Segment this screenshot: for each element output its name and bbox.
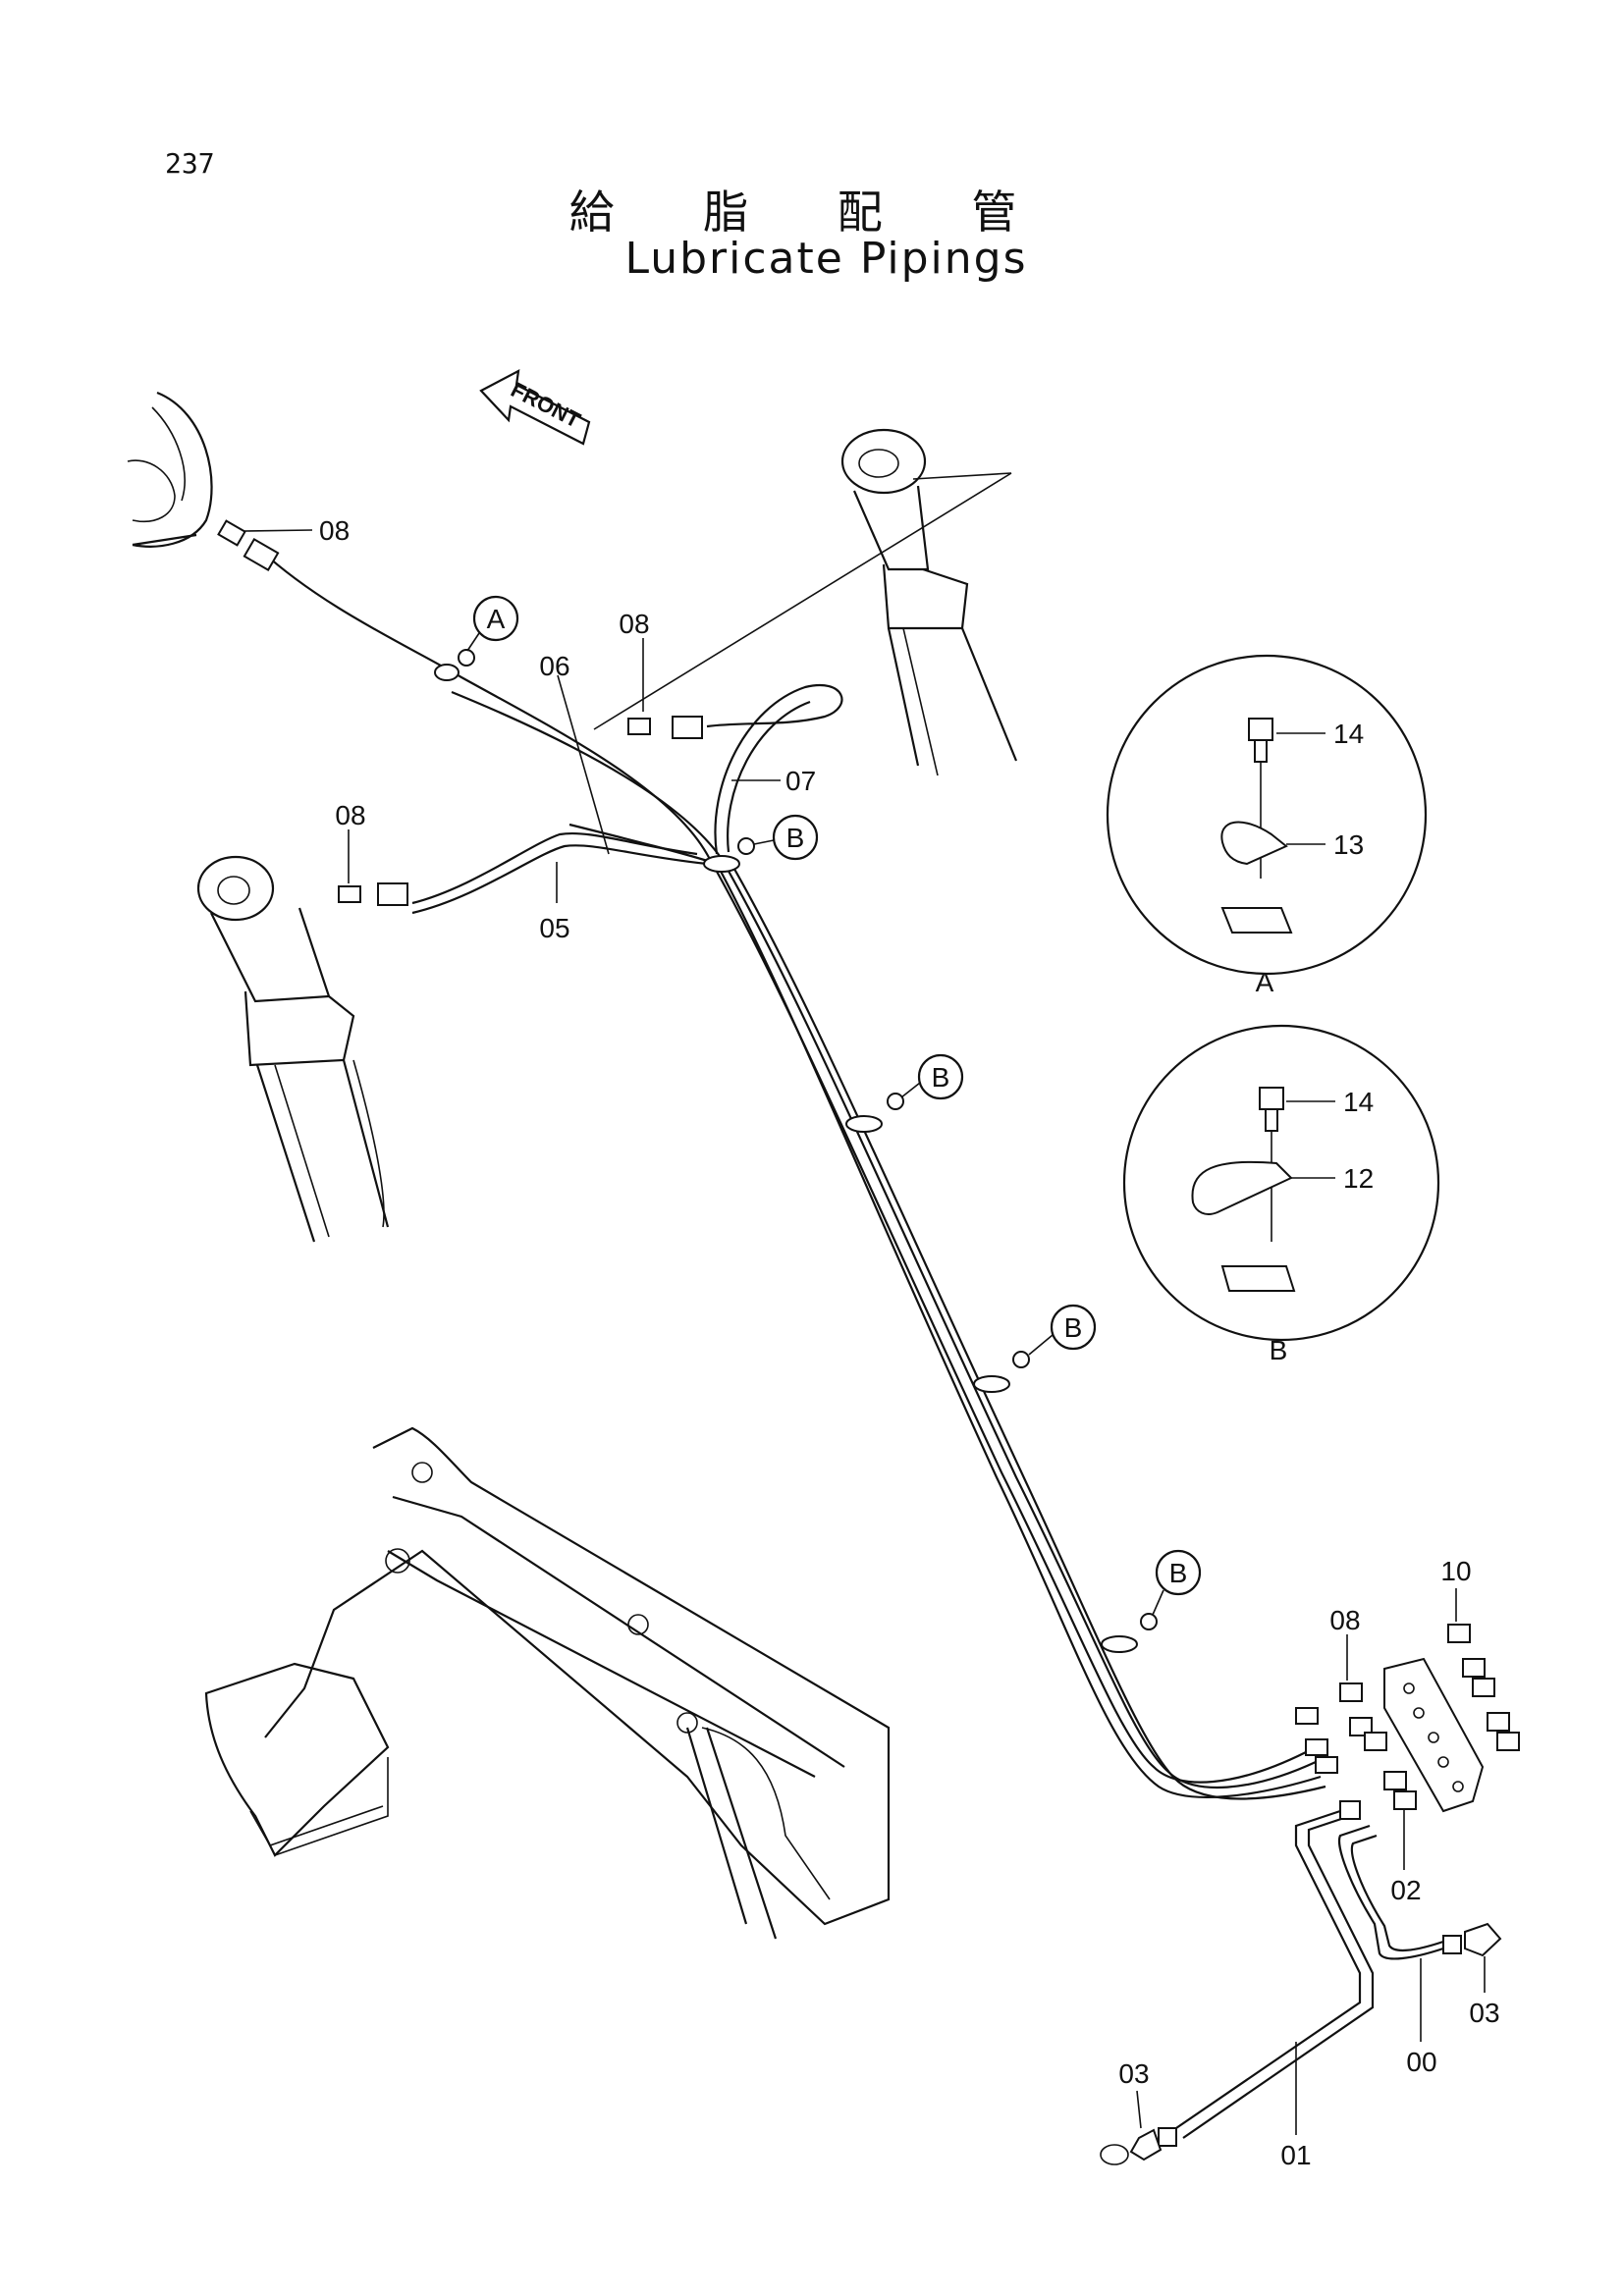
label-08-top: 08 <box>319 515 350 546</box>
label-08-left: 08 <box>335 800 365 830</box>
detail-view-a: A <box>1106 654 1428 997</box>
callout-b3-label: B <box>1064 1312 1083 1343</box>
label-03-right: 03 <box>1469 1998 1499 2028</box>
title-english: Lubricate Pipings <box>624 234 1028 284</box>
label-14-detail-a: 14 <box>1333 719 1364 749</box>
label-06: 06 <box>539 651 569 681</box>
callout-a-label: A <box>487 604 506 634</box>
arm-end-top-left <box>127 391 213 548</box>
label-00: 00 <box>1406 2047 1436 2077</box>
excavator-overview <box>204 1426 891 1940</box>
steel-pipes <box>1100 1800 1502 2165</box>
callout-a: A <box>466 595 519 652</box>
label-13: 13 <box>1333 829 1364 860</box>
label-12: 12 <box>1343 1163 1374 1194</box>
detail-view-b-label: B <box>1270 1335 1288 1365</box>
page-number: 237 <box>165 147 215 180</box>
callout-b2: B <box>900 1053 964 1100</box>
callout-b3: B <box>1028 1304 1097 1356</box>
callout-b4-label: B <box>1169 1558 1188 1588</box>
front-arrow-icon: FRONT <box>479 369 591 446</box>
grease-fittings <box>217 519 703 906</box>
callout-b4: B <box>1152 1549 1202 1616</box>
hose-bundle <box>259 549 1326 1800</box>
detail-view-a-label: A <box>1256 967 1274 997</box>
label-07: 07 <box>785 766 816 796</box>
label-14-detail-b: 14 <box>1343 1087 1374 1117</box>
detail-view-b: B <box>1122 1024 1440 1365</box>
leader-lines <box>243 529 1486 2135</box>
label-02: 02 <box>1390 1875 1421 1905</box>
label-01: 01 <box>1280 2140 1311 2170</box>
hose-clamps <box>434 649 1158 1653</box>
label-10: 10 <box>1440 1556 1471 1586</box>
callout-b1: B <box>753 814 819 861</box>
label-08-manifold: 08 <box>1329 1605 1360 1635</box>
title-japanese: 給 脂 配 管 <box>568 186 1055 239</box>
cylinder-left <box>196 855 390 1243</box>
label-08-mid: 08 <box>619 609 649 639</box>
cylinder-top-right <box>593 428 1018 776</box>
label-05: 05 <box>539 913 569 943</box>
callout-b2-label: B <box>932 1062 950 1093</box>
grease-manifold <box>1295 1624 1520 1813</box>
callout-b1-label: B <box>786 823 805 853</box>
label-03-left: 03 <box>1118 2058 1149 2089</box>
